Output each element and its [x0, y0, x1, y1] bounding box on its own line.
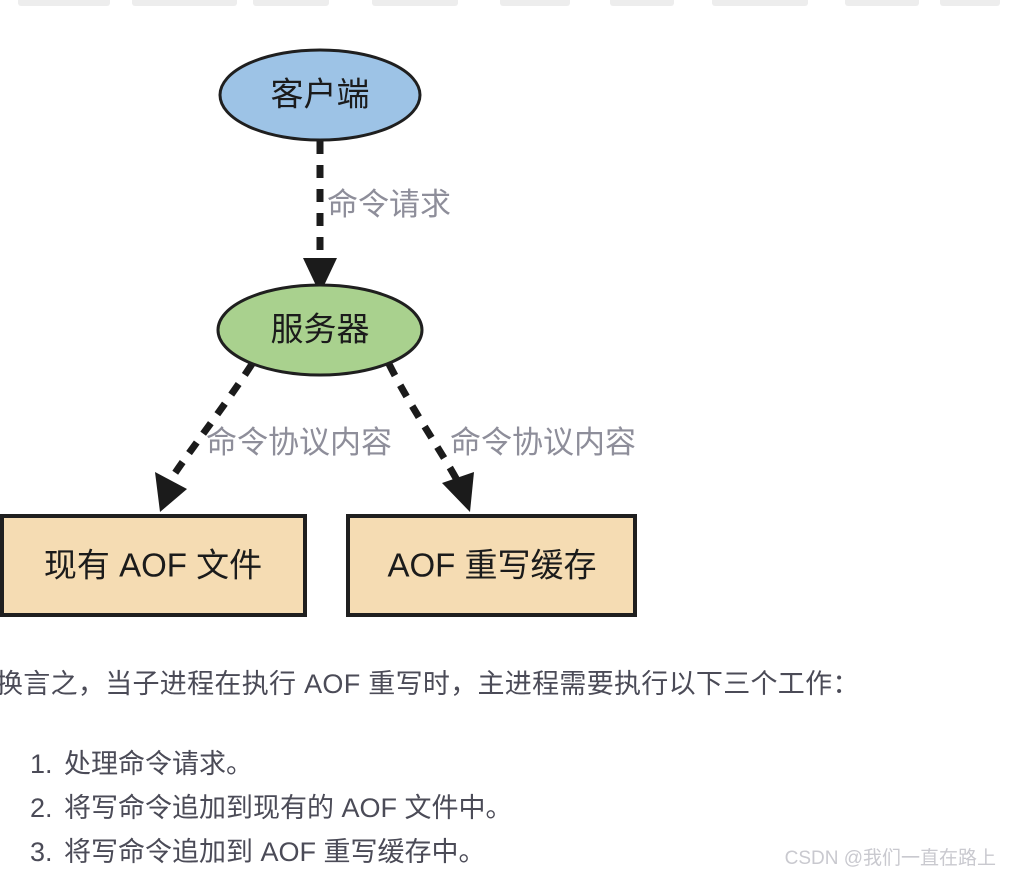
list-item: 2. 将写命令追加到现有的 AOF 文件中。 — [30, 786, 1020, 830]
watermark-blob — [372, 0, 458, 6]
edge-client-to-server — [303, 141, 337, 294]
steps-list: 1. 处理命令请求。 2. 将写命令追加到现有的 AOF 文件中。 3. 将写命… — [30, 742, 1020, 874]
edge-server-to-aof-file — [155, 362, 255, 512]
node-label-server: 服务器 — [271, 311, 370, 348]
list-item-number: 3. — [30, 837, 53, 867]
watermark-blob — [253, 0, 329, 6]
arrowhead-icon — [303, 258, 337, 294]
list-item-text: 处理命令请求。 — [64, 749, 253, 779]
node-client[interactable]: 客户端 — [218, 48, 422, 142]
watermark-blob — [132, 0, 237, 6]
aof-file-box-shape — [0, 514, 307, 617]
node-aof-file[interactable]: 现有 AOF 文件 — [0, 514, 307, 617]
aof-buffer-box-shape — [346, 514, 637, 617]
watermark-blob — [18, 0, 110, 6]
edge-label-server-to-aof-file: 命令协议内容 — [206, 425, 392, 460]
node-label-client: 客户端 — [271, 76, 370, 113]
edge-label-client-to-server: 命令请求 — [327, 187, 451, 222]
watermark-blob — [500, 0, 570, 6]
client-ellipse-shape — [218, 48, 422, 142]
list-item-number: 1. — [30, 749, 53, 779]
server-ellipse-shape — [216, 283, 424, 377]
node-server[interactable]: 服务器 — [216, 283, 424, 377]
node-aof-buffer[interactable]: AOF 重写缓存 — [346, 514, 637, 617]
watermark-blob — [845, 0, 919, 6]
edge-server-to-aof-buf — [385, 362, 474, 512]
intro-paragraph: 换言之，当子进程在执行 AOF 重写时，主进程需要执行以下三个工作： — [0, 669, 860, 699]
top-clipped-watermark-strip — [0, 0, 1020, 8]
edge-line — [385, 362, 462, 484]
watermark-blob — [712, 0, 808, 6]
list-item: 1. 处理命令请求。 — [30, 742, 1020, 786]
node-label-aof-buffer: AOF 重写缓存 — [387, 547, 596, 584]
list-item-number: 2. — [30, 793, 53, 823]
arrowhead-icon — [442, 472, 474, 512]
edge-label-server-to-aof-buf: 命令协议内容 — [450, 425, 636, 460]
node-label-aof-file: 现有 AOF 文件 — [44, 547, 262, 584]
list-item-text: 将写命令追加到 AOF 重写缓存中。 — [64, 837, 486, 867]
arrowhead-icon — [155, 472, 187, 512]
watermark-blob — [610, 0, 674, 6]
aof-rewrite-flow-diagram: 命令请求 命令协议内容 命令协议内容 客户端 服务器 现有 AOF 文件 AOF… — [0, 48, 637, 617]
watermark-blob — [940, 0, 1000, 6]
csdn-watermark: CSDN @我们一直在路上 — [784, 848, 996, 869]
edge-line — [166, 362, 255, 484]
list-item-text: 将写命令追加到现有的 AOF 文件中。 — [64, 793, 513, 823]
list-item: 3. 将写命令追加到 AOF 重写缓存中。 — [30, 830, 1020, 874]
